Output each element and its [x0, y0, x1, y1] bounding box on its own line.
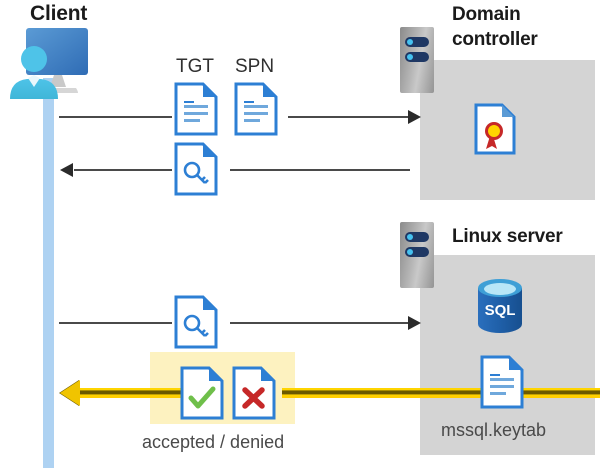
domain-controller-title-line2: controller: [452, 29, 538, 50]
keytab-document-icon: [480, 355, 524, 409]
accepted-document-icon: [180, 366, 224, 420]
domain-controller-title-line1: Domain: [452, 4, 521, 25]
gold-flow-line-left: [76, 388, 196, 398]
flow-line-present-left: [59, 322, 172, 324]
arrowhead-present-to-linux: [408, 316, 421, 330]
flow-line-request-left: [59, 116, 172, 118]
domain-controller-title: Domain controller: [452, 2, 592, 52]
accepted-denied-caption: accepted / denied: [142, 432, 285, 452]
arrowhead-result-to-client: [60, 380, 80, 406]
flow-line-request-right: [288, 116, 410, 118]
linux-server-title: Linux server: [452, 226, 563, 247]
ticket-key-document-icon: [174, 142, 218, 196]
gold-flow-line-right: [282, 388, 600, 398]
flow-line-ticket-left: [74, 169, 172, 171]
client-lifeline: [43, 78, 54, 468]
client-title: Client: [30, 2, 88, 25]
certificate-document-icon: [474, 103, 516, 155]
spn-label: SPN: [235, 56, 275, 77]
sql-badge-text: SQL: [485, 302, 516, 319]
tgt-label: TGT: [176, 56, 214, 77]
client-user-computer-icon: [10, 28, 88, 99]
flow-line-ticket-right: [230, 169, 410, 171]
keytab-label: mssql.keytab: [441, 420, 547, 440]
domain-controller-rack-icon: [400, 27, 434, 93]
denied-document-icon: [232, 366, 276, 420]
flow-line-present-right: [230, 322, 410, 324]
present-key-document-icon: [174, 295, 218, 349]
tgt-document-icon: [174, 82, 218, 136]
arrowhead-ticket-to-client: [60, 163, 73, 177]
spn-document-icon: [234, 82, 278, 136]
arrowhead-request-to-dc: [408, 110, 421, 124]
linux-server-rack-icon: [400, 222, 434, 288]
sql-database-icon: SQL: [478, 279, 522, 333]
